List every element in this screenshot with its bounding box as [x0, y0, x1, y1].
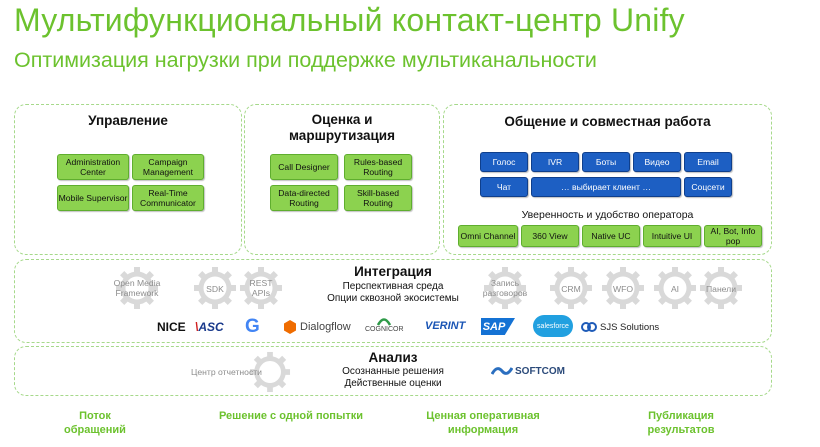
integration-panel: Интеграция Перспективная среда Опции скв… — [14, 259, 772, 343]
integration-line1: Перспективная среда — [342, 281, 444, 292]
gear-crm[interactable]: CRM — [549, 266, 593, 310]
analysis-panel: Анализ Осознанные решения Действенные оц… — [14, 346, 772, 396]
administration-center-button[interactable]: Administration Center — [57, 154, 129, 180]
customer-chooses-banner[interactable]: … выбирает клиент … — [531, 177, 681, 197]
gear-rest-apis[interactable]: REST APIs — [239, 266, 283, 310]
collab-title: Общение и совместная работа — [504, 114, 711, 129]
channel-chat-button[interactable]: Чат — [480, 177, 528, 197]
salesforce-logo: salesforce — [533, 315, 573, 337]
verint-logo-text: VERINT — [425, 320, 466, 332]
channel-video-button[interactable]: Видео — [633, 152, 681, 172]
channel-bots-button[interactable]: Боты — [582, 152, 630, 172]
gear-dashboards[interactable]: Панели — [699, 266, 743, 310]
dashboards-label: Панели — [705, 284, 736, 294]
reporting-center-label: Центр отчетности — [191, 367, 262, 377]
softcom-logo-text: SOFTCOM — [515, 365, 565, 377]
routing-title-line2: маршрутизация — [289, 128, 395, 143]
call-recording-label: Запись разговоров — [482, 278, 528, 298]
operator-comfort-label: Уверенность и удобство оператора — [521, 209, 694, 221]
rules-based-routing-button[interactable]: Rules-based Routing — [344, 154, 412, 180]
wfo-label: WFO — [612, 284, 634, 294]
google-logo: G — [245, 316, 260, 338]
dialogflow-icon — [284, 320, 296, 334]
integration-title: Интеграция — [354, 264, 432, 279]
management-panel: Управление Administration Center Campaig… — [14, 104, 242, 255]
dialogflow-logo-text: Dialogflow — [300, 321, 351, 333]
footer-item-insights: Ценная оперативная информация — [408, 409, 558, 437]
footer-item-requests-line1: Поток — [79, 410, 111, 422]
footer-item-results-line1: Публикация — [648, 410, 714, 422]
sjs-icon — [581, 322, 597, 332]
management-title: Управление — [88, 113, 168, 128]
analysis-line1: Осознанные решения — [342, 366, 444, 377]
cognicor-logo-text: COGNICOR — [365, 326, 404, 333]
cognicor-icon — [377, 318, 392, 326]
omni-channel-button[interactable]: Omni Channel — [458, 225, 518, 247]
footer-item-first-call-line1: Решение с одной попытки — [218, 410, 363, 422]
channel-social-button[interactable]: Соцсети — [684, 177, 732, 197]
nice-logo-text: NICE — [157, 320, 186, 334]
collaboration-panel: Общение и совместная работа Голос IVR Бо… — [443, 104, 772, 255]
campaign-management-button[interactable]: Campaign Management — [132, 154, 204, 180]
channel-voice-button[interactable]: Голос — [480, 152, 528, 172]
ai-label: AI — [670, 284, 680, 294]
page-subtitle: Оптимизация нагрузки при поддержке мульт… — [14, 48, 597, 72]
channel-email-button[interactable]: Email — [684, 152, 732, 172]
salesforce-logo-text: salesforce — [537, 322, 569, 330]
gear-open-media[interactable]: Open Media Framework — [114, 266, 160, 310]
integration-line2: Опции сквозной экосистемы — [327, 293, 459, 304]
sjs-logo-text: SJS Solutions — [600, 321, 660, 333]
asc-logo: \ASC — [195, 320, 224, 334]
view-360-button[interactable]: 360 View — [521, 225, 579, 247]
analysis-line2: Действенные оценки — [344, 378, 442, 389]
gear-ai[interactable]: AI — [653, 266, 697, 310]
footer-item-insights-line1: Ценная оперативная — [426, 410, 540, 422]
softcom-icon — [491, 367, 513, 375]
softcom-logo: SOFTCOM — [491, 364, 565, 378]
data-directed-routing-button[interactable]: Data-directed Routing — [270, 185, 338, 211]
sap-logo-text: SAP — [482, 320, 506, 333]
routing-title-line1: Оценка и — [311, 112, 373, 127]
analysis-title: Анализ — [368, 350, 418, 365]
verint-logo: VERINT — [425, 320, 465, 332]
gear-wfo[interactable]: WFO — [601, 266, 645, 310]
open-media-label: Open Media Framework — [113, 278, 161, 298]
call-designer-button[interactable]: Call Designer — [270, 154, 338, 180]
page-title: Мультифункциональный контакт-центр Unify — [14, 2, 685, 38]
routing-panel: Оценка и маршрутизация Call Designer Rul… — [244, 104, 440, 255]
mobile-supervisor-button[interactable]: Mobile Supervisor — [57, 185, 129, 211]
footer-item-first-call: Решение с одной попытки — [196, 409, 386, 423]
native-uc-button[interactable]: Native UC — [582, 225, 640, 247]
footer-item-results-line2: результатов — [647, 424, 715, 436]
google-logo-text: G — [245, 316, 260, 337]
gear-call-recording[interactable]: Запись разговоров — [483, 266, 527, 310]
crm-label: CRM — [561, 284, 581, 294]
footer-item-results: Публикация результатов — [626, 409, 736, 437]
rest-apis-label: REST APIs — [249, 278, 273, 298]
sjs-logo: SJS Solutions — [581, 320, 659, 334]
gear-sdk[interactable]: SDK — [193, 266, 237, 310]
sap-logo: SAP — [481, 318, 515, 335]
intuitive-ui-button[interactable]: Intuitive UI — [643, 225, 701, 247]
skill-based-routing-button[interactable]: Skill-based Routing — [344, 185, 412, 211]
real-time-communicator-button[interactable]: Real-Time Communicator — [132, 185, 204, 211]
cognicor-logo: COGNICOR — [365, 316, 404, 333]
sdk-label: SDK — [206, 284, 224, 294]
footer-item-requests-line2: обращений — [64, 424, 126, 436]
footer-item-requests: Поток обращений — [50, 409, 140, 437]
asc-logo-text: ASC — [198, 320, 224, 334]
footer-item-insights-line2: информация — [447, 424, 519, 436]
ai-bot-info-pop-button[interactable]: AI, Bot, Info pop — [704, 225, 762, 247]
dialogflow-logo: Dialogflow — [283, 320, 351, 334]
channel-ivr-button[interactable]: IVR — [531, 152, 579, 172]
nice-logo: NICE — [157, 320, 186, 334]
